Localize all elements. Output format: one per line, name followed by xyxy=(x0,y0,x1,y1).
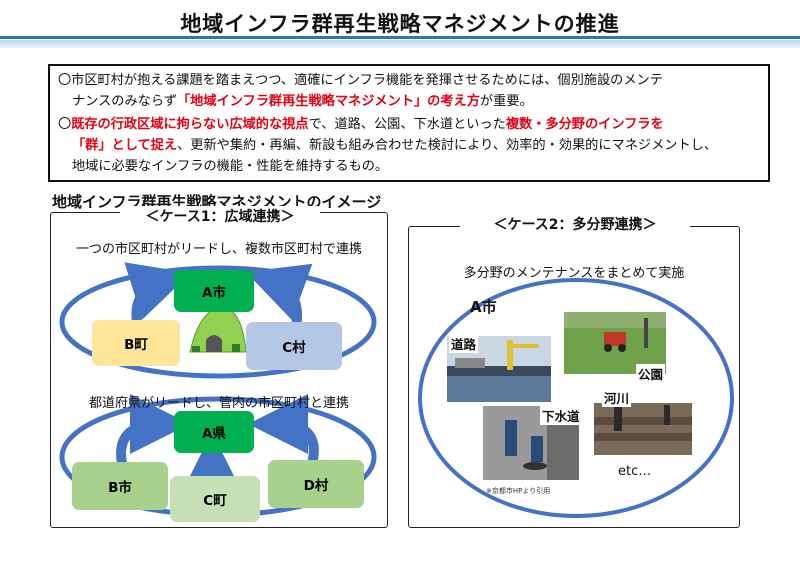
summary-text: 、更新や集約・再編、新設も組み合わせた検討により、効率的・効果的にマネジメントし… xyxy=(177,138,718,153)
city-ellipse xyxy=(418,278,734,518)
summary-point-1: 〇市区町村が抱える課題を踏まえつつ、適確にインフラ機能を発揮させるためには、個別… xyxy=(58,70,760,112)
summary-point-2: 〇既存の行政区域に拘らない広域的な視点で、道路、公園、下水道といった複数・多分野… xyxy=(58,114,760,177)
summary-highlight: 既存の行政区域に拘らない広域的な視点 xyxy=(71,117,309,132)
node-a-city: A市 xyxy=(174,270,254,312)
image-credit: ※京都市HPより引用 xyxy=(486,487,551,495)
node-b-city: B市 xyxy=(72,462,168,510)
title-underline xyxy=(0,36,800,39)
summary-highlight: 「群」として捉え xyxy=(72,138,178,153)
node-d-village: D村 xyxy=(268,460,364,508)
node-c-village: C村 xyxy=(246,322,342,370)
summary-highlight: 複数・多分野のインフラを xyxy=(505,117,664,132)
river-photo xyxy=(594,403,692,455)
node-b-town: B町 xyxy=(92,320,180,366)
node-c-town: C町 xyxy=(170,476,260,522)
summary-box: 〇市区町村が抱える課題を踏まえつつ、適確にインフラ機能を発揮させるためには、個別… xyxy=(48,64,770,182)
road-label: 道路 xyxy=(449,334,479,353)
river-label: 河川 xyxy=(602,388,632,407)
case2-heading: ＜ケース2：多分野連携＞ xyxy=(460,214,690,234)
summary-text: 〇 xyxy=(58,117,72,132)
sewer-label: 下水道 xyxy=(540,406,582,425)
title-band xyxy=(0,40,800,48)
case1-caption-2: 都道府県がリードし、管内の市区町村と連携 xyxy=(88,396,349,411)
case1-caption-1: 一つの市区町村がリードし、複数市区町村で連携 xyxy=(75,242,362,257)
arrow-icon xyxy=(116,394,190,465)
case1-heading: ＜ケース1：広域連携＞ xyxy=(120,206,320,226)
summary-text: ナンスのみならず xyxy=(72,94,177,109)
case2-ellipse-wrap xyxy=(418,278,734,518)
park-photo xyxy=(564,312,666,374)
page-title: 地域インフラ群再生戦略マネジメントの推進 xyxy=(180,12,620,36)
summary-text: で、道路、公園、下水道といった xyxy=(308,117,506,132)
arrow-icon xyxy=(248,394,319,466)
summary-text: 地域に必要なインフラの機能・性能を維持するもの。 xyxy=(72,159,389,174)
node-a-prefecture: A県 xyxy=(174,411,254,453)
summary-text: 〇市区町村が抱える課題を踏まえつつ、適確にインフラ機能を発揮させるためには、個別… xyxy=(58,73,663,88)
park-label: 公園 xyxy=(636,364,666,383)
etc-label: etc… xyxy=(618,464,652,479)
case2-caption: 多分野のメンテナンスをまとめて実施 xyxy=(463,266,685,281)
summary-text: が重要。 xyxy=(479,94,533,109)
network-ellipse xyxy=(59,265,377,379)
summary-highlight: 「地域インフラ群再生戦略マネジメント」の考え方 xyxy=(176,94,480,109)
arrow-icon xyxy=(245,263,313,328)
tunnel-mountain-icon xyxy=(189,307,247,353)
city-label: A市 xyxy=(470,298,497,316)
